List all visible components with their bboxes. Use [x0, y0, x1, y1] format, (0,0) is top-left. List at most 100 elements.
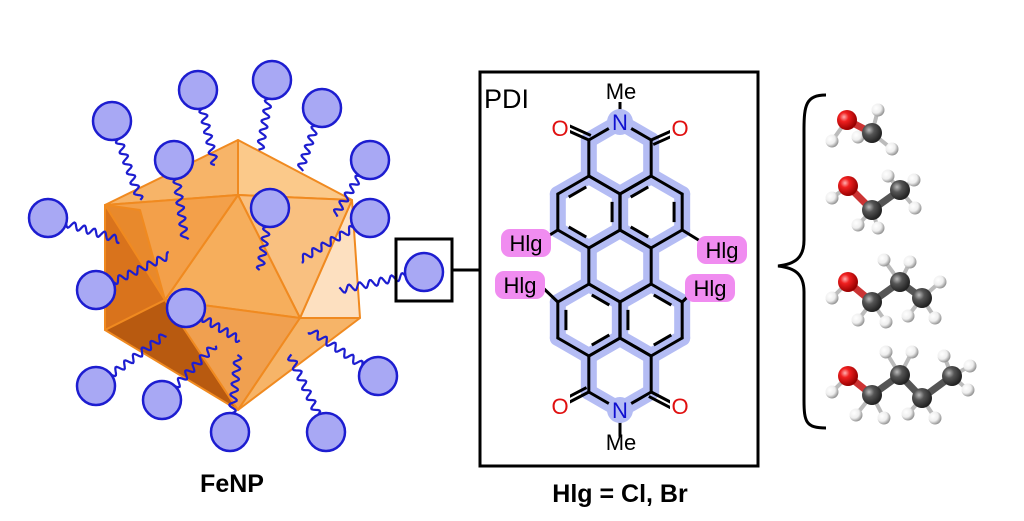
particle-face [237, 317, 361, 411]
ligand-sphere [209, 411, 251, 453]
pdi-halo [549, 114, 691, 418]
bond [587, 174, 622, 196]
molecule-ethanol [825, 169, 922, 235]
hydrogen-atom [901, 407, 915, 421]
bond [618, 336, 653, 358]
molecule-methanol [825, 103, 899, 156]
oxygen-bg [550, 116, 570, 140]
hydrogen-atom [851, 218, 865, 232]
nitrogen-bottom: N [612, 398, 628, 423]
ligand-sphere [165, 287, 207, 329]
hydrogen-atom [907, 173, 921, 187]
carbon-atom [942, 366, 962, 386]
carbon-atom [862, 200, 882, 220]
hydrogen-atom [877, 253, 891, 267]
ligand-sphere [357, 355, 399, 397]
oxygen-bg [670, 116, 690, 140]
me-bg [604, 80, 638, 102]
ligand-sphere [249, 187, 291, 229]
wavy-tether [256, 97, 273, 151]
wavy-tether [201, 317, 241, 343]
oxygen-atom: O [551, 394, 568, 419]
wavy-tether [112, 251, 169, 286]
ligand-sphere [301, 87, 343, 129]
curly-brace [777, 93, 827, 430]
bond [556, 228, 591, 250]
oxygen-atom: O [671, 394, 688, 419]
wavy-tether [114, 138, 144, 201]
double-bond-line [591, 293, 611, 307]
n-halo [607, 397, 633, 423]
carbon-atom [862, 385, 882, 405]
hydrogen-atom [905, 345, 919, 359]
ligand-sphere [141, 379, 183, 421]
hydrogen-atom [851, 130, 865, 144]
wavy-tether [286, 353, 322, 416]
double-bond-line [591, 333, 611, 347]
bond [649, 336, 684, 358]
bond [556, 336, 591, 358]
ligand-sphere [403, 251, 445, 293]
nitrogen-top: N [612, 110, 628, 135]
carbon-atom [862, 292, 882, 312]
pdi-label: PDI [484, 84, 529, 114]
wavy-tether [198, 107, 218, 167]
methyl-top: Me [606, 79, 637, 104]
hydrogen-atom [825, 191, 839, 205]
double-bond-line [653, 293, 673, 307]
wavy-tether [255, 225, 271, 271]
double-bond-line [567, 185, 587, 199]
double-bond-line [629, 185, 649, 199]
wavy-tether [172, 177, 190, 241]
ligand-sphere [349, 197, 391, 239]
oxygen-bg [550, 394, 570, 418]
halogen-badge [501, 229, 551, 257]
hydrogen-atom [901, 309, 915, 323]
particle-face [237, 139, 353, 201]
wavy-tether [332, 174, 361, 218]
hydrogen-atom [928, 311, 942, 325]
hydrogen-atom [849, 408, 863, 422]
halogen-badge [495, 271, 545, 299]
bond [587, 282, 622, 304]
hydrogen-atom [825, 385, 839, 399]
hydrogen-atom [928, 411, 942, 425]
oxygen-atom [838, 176, 858, 196]
hydrogen-atom [961, 383, 975, 397]
hydrogen-atom [825, 291, 839, 305]
oxygen-atom [838, 366, 858, 386]
oxygen-atom [838, 272, 858, 292]
carbon-atom [912, 288, 932, 308]
wavy-tether [110, 333, 167, 378]
hydrogen-atom [885, 142, 899, 156]
hydrogen-atom [937, 349, 951, 363]
hydrogen-atom [879, 345, 893, 359]
carbon-atom [890, 365, 910, 385]
oxygen-atom: O [551, 116, 568, 141]
bond [587, 228, 622, 250]
bond [649, 228, 684, 250]
molecule-butanol [825, 345, 977, 425]
double-bond-line [629, 225, 649, 239]
bond [587, 336, 622, 358]
halogen-badge [685, 274, 735, 302]
wavy-tether [65, 221, 120, 245]
hydrogen-atom [881, 169, 895, 183]
carbon-atom [890, 272, 910, 292]
pdi-box [478, 70, 760, 468]
ligand-sphere [91, 100, 133, 142]
molecule-propanol [825, 253, 947, 329]
bond [556, 282, 591, 304]
hydrogen-atom [903, 255, 917, 269]
double-bond-line [567, 225, 587, 239]
ligand-sphere [153, 139, 195, 181]
solvent-molecules [825, 103, 977, 425]
halogen-badge [697, 236, 747, 264]
hydrogen-atom [871, 221, 885, 235]
halogen-label: Hlg [693, 276, 726, 301]
pdi-skeleton [533, 98, 707, 438]
bond [618, 282, 653, 304]
ligand-sphere [75, 269, 117, 311]
